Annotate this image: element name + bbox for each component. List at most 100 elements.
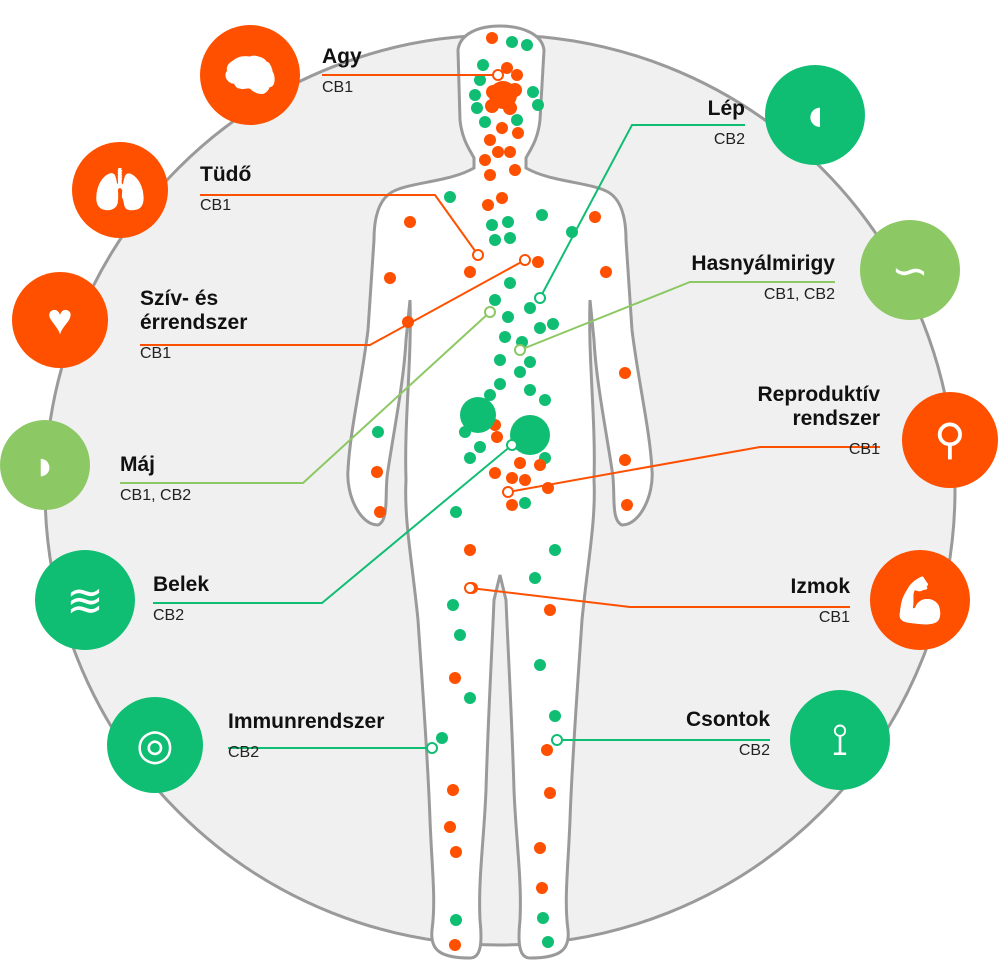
cb2-receptor-dot — [471, 102, 483, 114]
immune-cells-icon: ◎ — [136, 721, 174, 769]
intestines-badge: ≋ — [35, 550, 135, 650]
cb1-receptor-dot — [484, 169, 496, 181]
cb1-receptor-dot — [506, 472, 518, 484]
cb1-receptor-dot — [492, 146, 504, 158]
cb2-receptor-dot — [566, 226, 578, 238]
cb1-receptor-dot — [374, 506, 386, 518]
cb2-receptor-dot — [484, 389, 496, 401]
cb2-receptor-dot — [502, 311, 514, 323]
receptor-types: CB1 — [818, 609, 850, 626]
cb2-receptor-dot — [539, 394, 551, 406]
cb2-receptor-dot — [549, 544, 561, 556]
cb2-receptor-dot — [464, 452, 476, 464]
cb2-receptor-dot — [532, 99, 544, 111]
cb1-receptor-dot — [511, 69, 523, 81]
cb1-receptor-dot — [479, 154, 491, 166]
cb2-receptor-dot — [514, 366, 526, 378]
cb1-receptor-dot — [404, 216, 416, 228]
organ-title: Hasnyálmirigy — [691, 252, 835, 275]
cb1-receptor-dot — [536, 882, 548, 894]
organ-title: Csontok — [686, 708, 770, 731]
location-marker-sziv — [519, 254, 531, 266]
cb2-receptor-dot — [494, 378, 506, 390]
cb2-receptor-dot — [534, 659, 546, 671]
leader-line-sziv — [140, 259, 526, 346]
leader-line-belek — [153, 444, 513, 604]
spleen-icon: ◖ — [801, 89, 829, 140]
cb2-receptor-dot — [502, 216, 514, 228]
receptor-types: CB2 — [153, 607, 185, 624]
cb1-receptor-dot — [508, 83, 522, 97]
cb1-receptor-dot — [504, 146, 516, 158]
organ-title: Belek — [153, 573, 210, 596]
cb1-receptor-dot — [534, 459, 546, 471]
bone-joint-badge: ⟟ — [790, 690, 890, 790]
cb2-receptor-dot — [549, 710, 561, 722]
cb2-receptor-dot — [450, 914, 462, 926]
cb2-receptor-dot — [547, 318, 559, 330]
reproductive-badge: ⚲ — [902, 392, 998, 488]
heart-badge: ♥ — [12, 272, 108, 368]
receptor-types: CB2 — [228, 744, 260, 761]
cb1-receptor-dot — [496, 122, 508, 134]
location-marker-csontok — [551, 734, 563, 746]
lungs-icon: 🫁 — [93, 166, 147, 215]
cb1-receptor-dot — [464, 266, 476, 278]
cb1-receptor-dot — [534, 842, 546, 854]
cb1-receptor-dot — [384, 272, 396, 284]
cb1-receptor-dot — [371, 466, 383, 478]
cb1-receptor-dot — [491, 431, 503, 443]
cb1-receptor-dot — [450, 846, 462, 858]
muscle-icon: 💪 — [891, 574, 949, 626]
cb1-receptor-dot — [482, 199, 494, 211]
cb1-receptor-dot — [512, 127, 524, 139]
cb1-receptor-dot — [514, 457, 526, 469]
cb2-receptor-dot — [504, 232, 516, 244]
cb1-receptor-dot — [485, 99, 499, 113]
cb1-receptor-dot — [600, 266, 612, 278]
cb1-receptor-dot — [486, 32, 498, 44]
reproductive-icon: ⚲ — [934, 416, 966, 464]
receptor-types: CB1, CB2 — [120, 487, 192, 504]
cb2-receptor-dot — [489, 234, 501, 246]
organ-title: Agy — [322, 45, 362, 68]
organ-title: Máj — [120, 453, 156, 476]
cb1-receptor-dot — [496, 192, 508, 204]
heart-icon: ♥ — [47, 295, 73, 344]
receptor-types: CB1 — [322, 79, 354, 96]
cb1-receptor-dot — [464, 544, 476, 556]
cb2-receptor-dot — [450, 506, 462, 518]
cb2-receptor-dot — [499, 331, 511, 343]
organ-title-line2: rendszer — [792, 407, 880, 430]
cb2-receptor-dot — [519, 497, 531, 509]
organ-title: Lép — [707, 97, 745, 120]
lungs-badge: 🫁 — [72, 142, 168, 238]
cb1-receptor-dot — [519, 474, 531, 486]
cb2-receptor-dot — [521, 39, 533, 51]
cb1-receptor-dot — [619, 454, 631, 466]
receptor-types: CB2 — [738, 742, 770, 759]
cb1-receptor-dot — [484, 134, 496, 146]
bone-joint-icon: ⟟ — [831, 713, 849, 765]
cb1-receptor-dot — [532, 256, 544, 268]
location-marker-repro — [502, 486, 514, 498]
cb1-receptor-dot — [619, 367, 631, 379]
cb1-receptor-dot — [444, 821, 456, 833]
cb2-receptor-dot — [454, 629, 466, 641]
cb2-receptor-dot — [510, 415, 550, 455]
pancreas-icon: ∽ — [891, 244, 929, 296]
leader-line-hasnyal — [519, 281, 835, 351]
leader-line-tudo — [200, 194, 479, 256]
cb2-receptor-dot — [524, 356, 536, 368]
leader-line-maj — [120, 311, 491, 484]
organ-title: Tüdő — [200, 163, 252, 186]
